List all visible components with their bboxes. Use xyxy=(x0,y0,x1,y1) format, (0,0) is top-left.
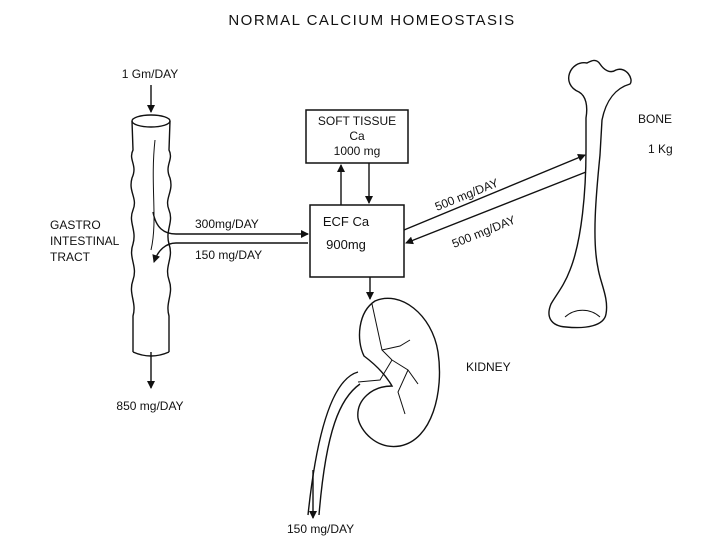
gi-tract-label-line3: TRACT xyxy=(50,250,91,264)
soft-tissue-line3: 1000 mg xyxy=(334,144,381,158)
bone-label: BONE xyxy=(638,112,672,126)
absorption-label: 300mg/DAY xyxy=(195,217,259,231)
ecf-line1: ECF Ca xyxy=(323,214,370,229)
ecf-box xyxy=(309,204,405,278)
gi-tract-label-line1: GASTRO xyxy=(50,218,101,232)
ecf-line2: 900mg xyxy=(326,237,366,252)
bone-deposition-arrow xyxy=(403,153,586,231)
femur-illustration xyxy=(548,59,632,329)
gi-tract-label-line2: INTESTINAL xyxy=(50,234,120,248)
kidney-illustration xyxy=(307,297,441,519)
gi-intake-label: 1 Gm/DAY xyxy=(122,67,178,81)
soft-tissue-line1: SOFT TISSUE xyxy=(318,114,396,128)
gi-tract-illustration xyxy=(130,114,172,357)
bone-resorption-label: 500 mg/DAY xyxy=(450,213,518,251)
secretion-arrow xyxy=(152,242,308,263)
secretion-label: 150 mg/DAY xyxy=(195,248,262,262)
bone-resorption-arrow xyxy=(405,171,587,245)
kidney-label: KIDNEY xyxy=(466,360,511,374)
gi-fecal-output-label: 850 mg/DAY xyxy=(116,399,183,413)
diagram-title: NORMAL CALCIUM HOMEOSTASIS xyxy=(228,12,515,29)
bone-amount: 1 Kg xyxy=(648,142,673,156)
absorption-arrow xyxy=(152,211,309,238)
soft-tissue-line2: Ca xyxy=(349,129,365,143)
urinary-output-label: 150 mg/DAY xyxy=(287,522,354,536)
soft-tissue-box xyxy=(305,109,409,164)
